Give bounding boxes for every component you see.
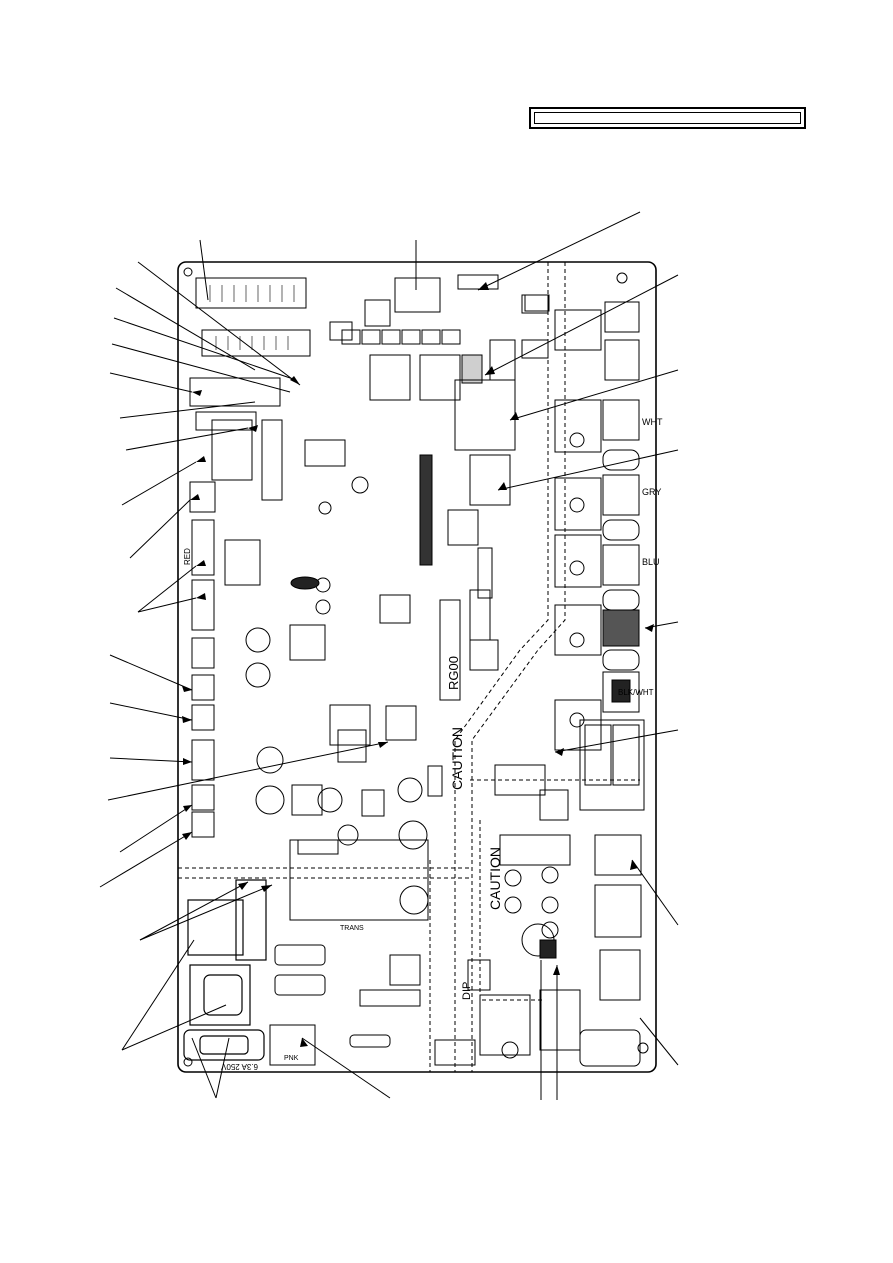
title-box	[529, 107, 806, 129]
pcb-outline	[177, 261, 657, 1073]
hv-boundary	[178, 262, 640, 1072]
label-dip: DIP	[461, 982, 473, 1000]
lower-right	[434, 764, 581, 1066]
power-area: TRANS PNK	[255, 704, 443, 1066]
label-red: RED	[183, 548, 192, 565]
left-connectors: RED	[183, 519, 215, 838]
leader-lines	[99, 211, 679, 1100]
dip-switch-banks	[189, 277, 311, 431]
relay-labels: WHT GRY BLU BLK/WHT	[618, 417, 663, 697]
label-gry: GRY	[642, 487, 661, 497]
fuse-area: 6.3A 250V	[183, 879, 267, 1071]
label-blk-wht: BLK/WHT	[618, 688, 654, 697]
relay-column	[524, 294, 645, 1067]
label-pnk: PNK	[284, 1055, 299, 1062]
label-rg00: RG00	[446, 656, 461, 690]
label-trans: TRANS	[340, 925, 364, 932]
mounting-holes	[183, 267, 649, 1067]
label-wht: WHT	[642, 417, 663, 427]
title-box-inner	[534, 112, 801, 124]
arrowheads	[182, 282, 654, 1047]
label-caution-2: CAUTION	[487, 847, 503, 910]
middle-components	[189, 379, 516, 701]
label-fuse-rating: 6.3A 250V	[220, 1062, 258, 1071]
label-blu: BLU	[642, 557, 660, 567]
label-caution-1: CAUTION	[449, 727, 465, 790]
